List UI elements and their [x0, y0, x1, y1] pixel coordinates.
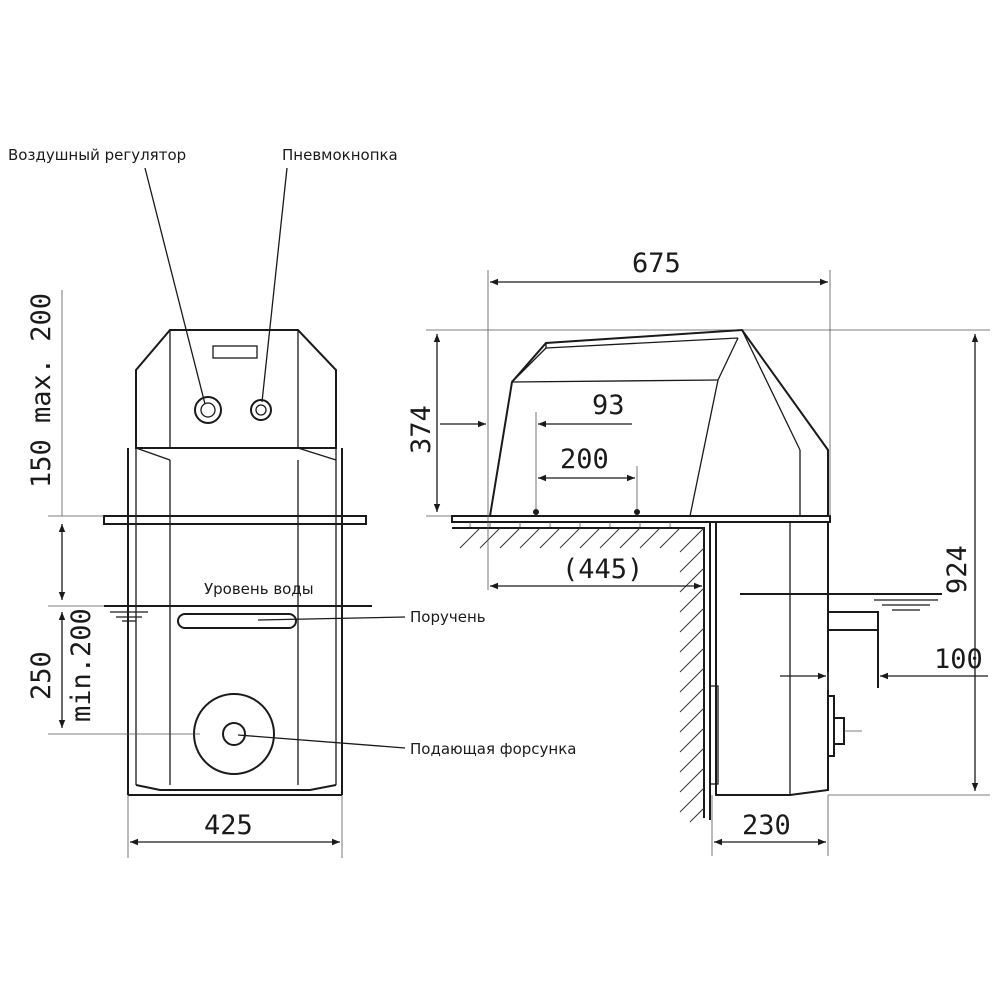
front-flange: [103, 515, 367, 525]
dim-label-height-above: 150 max. 200: [26, 293, 57, 488]
air-regulator-knob: [194, 396, 222, 424]
dim-label-93: 93: [592, 390, 625, 421]
side-housing-edge: [717, 337, 739, 381]
label-water-level: Уровень воды: [204, 580, 314, 598]
side-housing-edge: [689, 379, 719, 517]
display-window: [212, 345, 258, 359]
side-view: [426, 270, 990, 856]
dim-label-front-width: 425: [204, 810, 253, 841]
air-regulator-knob-inner: [200, 402, 216, 418]
supply-nozzle: [193, 693, 275, 775]
dim-label-top-height: 374: [406, 405, 437, 454]
side-handrail: [827, 611, 879, 631]
label-supply-nozzle: Подающая форсунка: [410, 740, 576, 758]
dim-label-200: 200: [560, 444, 609, 475]
side-submerged-body: [715, 522, 829, 796]
front-view: [48, 167, 406, 858]
label-handrail: Поручень: [410, 608, 486, 626]
label-pneumo-button: Пневмокнопка: [282, 146, 398, 164]
dim-point: [533, 509, 539, 515]
front-housing-edge: [297, 447, 337, 461]
leader-handrail: [257, 616, 406, 621]
dim-point: [634, 509, 640, 515]
dim-label-depth-below: 250: [26, 651, 57, 700]
leader-supply-nozzle: [237, 734, 406, 749]
label-air-regulator: Воздушный регулятор: [8, 146, 186, 164]
leader-pneumo-button: [261, 167, 288, 403]
dim-label-230: 230: [742, 810, 791, 841]
side-housing-edge: [511, 347, 547, 383]
dim-label-total-depth: 675: [632, 248, 681, 279]
side-nozzle-tip: [833, 717, 845, 745]
side-flange: [451, 515, 831, 523]
pneumo-button-inner: [255, 404, 267, 416]
front-housing-top: [135, 329, 337, 449]
leader-air-regulator: [144, 167, 206, 405]
supply-nozzle-center: [222, 722, 246, 746]
side-housing-edge: [511, 379, 719, 383]
side-housing-edge: [545, 337, 739, 349]
dim-label-100: 100: [934, 644, 983, 675]
dim-label-total-height: 924: [942, 545, 973, 594]
dim-label-445: (445): [562, 554, 643, 585]
front-body-bottom: [128, 784, 342, 796]
side-housing: [488, 328, 829, 517]
side-mount-plate: [709, 685, 719, 785]
front-housing-edge: [135, 447, 171, 461]
handrail: [177, 613, 297, 629]
pneumo-button: [250, 399, 272, 421]
side-housing-edge: [741, 329, 801, 451]
dim-label-depth-below-min: min.200: [66, 608, 97, 722]
hatching: [459, 527, 705, 823]
